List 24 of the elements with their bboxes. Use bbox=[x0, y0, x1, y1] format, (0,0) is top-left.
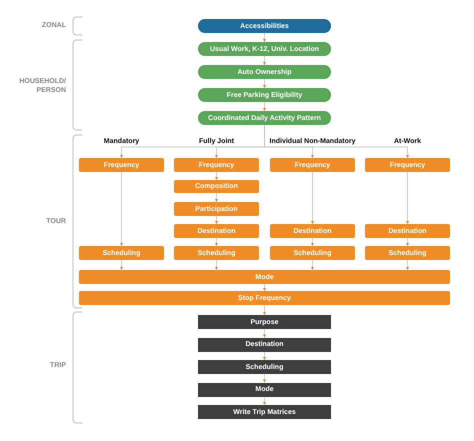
arrow bbox=[262, 32, 266, 42]
arrow bbox=[264, 124, 410, 158]
arrow bbox=[262, 328, 266, 338]
arrow bbox=[406, 172, 410, 224]
arrow bbox=[262, 351, 266, 360]
arrow bbox=[262, 396, 266, 406]
arrow bbox=[262, 102, 266, 112]
arrow bbox=[214, 238, 218, 246]
arrow bbox=[214, 216, 218, 224]
arrow bbox=[120, 172, 124, 246]
arrow bbox=[310, 260, 314, 270]
arrow bbox=[406, 238, 410, 246]
arrow bbox=[262, 374, 266, 383]
arrow bbox=[262, 304, 266, 316]
arrow bbox=[262, 284, 266, 292]
arrow bbox=[310, 172, 314, 224]
arrow bbox=[310, 238, 314, 246]
arrow bbox=[262, 56, 266, 66]
arrow bbox=[214, 260, 218, 270]
arrow bbox=[120, 260, 124, 270]
arrow bbox=[406, 260, 410, 270]
arrow bbox=[214, 172, 218, 180]
arrow bbox=[262, 78, 266, 88]
arrow bbox=[214, 192, 218, 202]
